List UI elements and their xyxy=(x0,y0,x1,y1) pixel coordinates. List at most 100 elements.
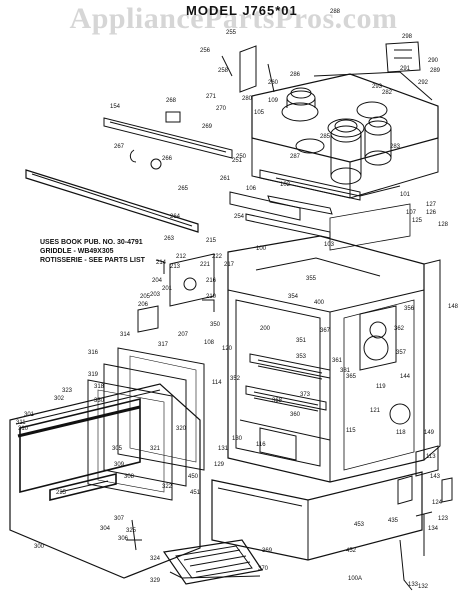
part-label: 214 xyxy=(156,260,167,266)
part-label: 268 xyxy=(166,98,177,104)
part-label: 116 xyxy=(256,442,266,448)
part-label: 128 xyxy=(438,222,449,228)
part-label: 293 xyxy=(372,84,383,90)
part-label: 204 xyxy=(152,278,163,284)
part-label: 298 xyxy=(402,34,413,40)
part-label: 207 xyxy=(178,332,189,338)
part-label: 148 xyxy=(448,304,459,310)
note-rotisserie: ROTISSERIE - SEE PARTS LIST xyxy=(40,257,145,264)
part-label: 235 xyxy=(56,490,67,496)
part-label: 316 xyxy=(88,350,99,356)
diagram-notes: USES BOOK PUB. NO. 30-4791 GRIDDLE - WB4… xyxy=(40,238,145,265)
part-label: 101 xyxy=(400,192,411,198)
broiler-pan xyxy=(162,539,264,585)
part-label: 311 xyxy=(16,420,26,426)
part-label: 325 xyxy=(126,528,137,534)
part-label: 290 xyxy=(428,58,439,64)
part-label: 381 xyxy=(340,368,351,374)
part-label: 213 xyxy=(170,264,181,270)
part-label: 127 xyxy=(426,202,437,208)
storage-drawer xyxy=(211,471,423,561)
part-label: 125 xyxy=(412,218,423,224)
part-label: 205 xyxy=(140,294,151,300)
part-label: 322 xyxy=(162,484,173,490)
part-label: 270 xyxy=(216,106,227,112)
part-label: 154 xyxy=(110,104,121,110)
part-label: 106 xyxy=(246,186,257,192)
part-label: 319 xyxy=(88,372,99,378)
part-label: 118 xyxy=(396,430,406,436)
part-label: 264 xyxy=(170,214,181,220)
part-label: 354 xyxy=(288,294,299,300)
part-label: 400 xyxy=(314,300,325,306)
part-label: 266 xyxy=(162,156,173,162)
part-label: 321 xyxy=(150,446,161,452)
part-label: 282 xyxy=(382,90,393,96)
part-label: 113 xyxy=(426,454,436,460)
part-label: 361 xyxy=(332,358,343,364)
part-label: 134 xyxy=(428,526,439,532)
part-label: 200 xyxy=(260,326,271,332)
part-label: 329 xyxy=(150,578,161,584)
part-label: 256 xyxy=(200,48,211,54)
note-griddle: GRIDDLE - WB49X305 xyxy=(40,248,114,255)
part-label: 318 xyxy=(94,384,105,390)
part-label: 285 xyxy=(320,134,331,140)
part-label: 206 xyxy=(138,302,149,308)
part-label: 100A xyxy=(348,576,362,582)
part-label: 102 xyxy=(280,182,291,188)
part-label: 365 xyxy=(346,374,357,380)
part-label: 368 xyxy=(272,398,283,404)
hinge-and-hardware xyxy=(126,445,453,591)
part-label: 133 xyxy=(408,582,419,588)
part-label: 369 xyxy=(262,548,273,554)
part-label: 288 xyxy=(330,9,341,15)
part-label: 367 xyxy=(320,328,331,334)
part-label: 323 xyxy=(62,388,73,394)
part-label: 250 xyxy=(236,154,247,160)
part-label: 131 xyxy=(218,446,229,452)
part-label: 271 xyxy=(206,94,217,100)
part-label: 435 xyxy=(388,518,399,524)
part-label: 373 xyxy=(300,392,311,398)
part-label: 350 xyxy=(210,322,221,328)
part-label: 302 xyxy=(54,396,65,402)
part-label: 212 xyxy=(176,254,187,260)
part-label: 352 xyxy=(230,376,241,382)
part-label: 203 xyxy=(150,292,161,298)
part-label: 450 xyxy=(188,474,199,480)
part-label: 251 xyxy=(232,158,243,164)
part-label: 314 xyxy=(120,332,131,338)
part-label: 306 xyxy=(118,536,129,542)
oven-rack xyxy=(245,353,331,412)
part-label: 453 xyxy=(354,522,365,528)
part-label: 451 xyxy=(190,490,201,496)
part-label: 301 xyxy=(24,412,35,418)
part-label: 356 xyxy=(404,306,415,312)
part-label: 115 xyxy=(346,428,356,434)
diagram-title: MODEL J765*01 xyxy=(186,3,298,18)
part-label: 132 xyxy=(418,584,429,590)
part-label: 120 xyxy=(222,346,233,352)
part-label: 255 xyxy=(226,30,237,36)
cooktop-assembly xyxy=(221,41,439,251)
part-label: 283 xyxy=(390,144,401,150)
part-label: 263 xyxy=(164,236,175,242)
part-label: 362 xyxy=(394,326,405,332)
part-label: 310 xyxy=(18,426,29,432)
part-label: 254 xyxy=(234,214,245,220)
part-label: 105 xyxy=(254,110,265,116)
part-label: 201 xyxy=(162,286,173,292)
part-label: 304 xyxy=(100,526,111,532)
part-label: 360 xyxy=(290,412,301,418)
part-label: 309 xyxy=(114,462,125,468)
part-label: 292 xyxy=(418,80,429,86)
part-label: 107 xyxy=(406,210,417,216)
part-label: 317 xyxy=(158,342,169,348)
part-label: 280 xyxy=(242,96,253,102)
note-book-pub: USES BOOK PUB. NO. 30-4791 xyxy=(40,239,143,246)
part-label: 330 xyxy=(94,398,105,404)
part-label: 216 xyxy=(206,278,217,284)
